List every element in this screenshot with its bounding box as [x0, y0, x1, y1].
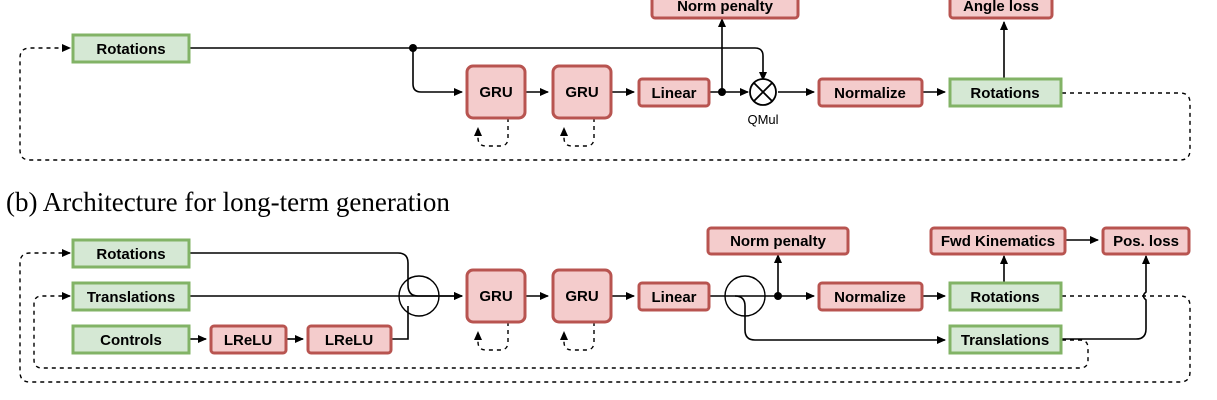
feedback-loop-translations — [33, 292, 1089, 369]
svg-text:Angle loss: Angle loss — [963, 0, 1039, 15]
svg-text:Rotations: Rotations — [970, 85, 1039, 102]
svg-text:Linear: Linear — [651, 85, 696, 102]
diagram-b: Rotations Translations Controls LReLU LR… — [19, 226, 1191, 383]
diagram-a: Rotations Norm penalty Angle loss GRU GR… — [19, 0, 1191, 161]
gru-1-b: GRU — [465, 268, 527, 324]
lrelu-2: LReLU — [306, 324, 393, 355]
svg-text:Normalize: Normalize — [834, 85, 906, 102]
svg-text:Pos. loss: Pos. loss — [1113, 233, 1179, 250]
gru-2-b: GRU — [551, 268, 613, 324]
qmul-operator: QMul — [747, 78, 779, 127]
svg-text:GRU: GRU — [565, 288, 598, 305]
heading-b: (b) Architecture for long-term generatio… — [6, 187, 450, 217]
svg-text:Rotations: Rotations — [96, 41, 165, 58]
feedback-loop-a — [19, 44, 1191, 161]
rotations-input-a: Rotations — [71, 33, 191, 64]
svg-text:GRU: GRU — [479, 84, 512, 101]
svg-text:LReLU: LReLU — [325, 332, 373, 349]
svg-text:Controls: Controls — [100, 332, 162, 349]
angle-loss: Angle loss — [948, 0, 1054, 20]
svg-text:Rotations: Rotations — [970, 289, 1039, 306]
normalize-a: Normalize — [817, 77, 924, 108]
svg-text:Translations: Translations — [961, 332, 1049, 349]
linear-b: Linear — [637, 281, 711, 312]
svg-text:Rotations: Rotations — [96, 246, 165, 263]
gru-1-a: GRU — [465, 64, 527, 120]
svg-text:Fwd Kinematics: Fwd Kinematics — [941, 233, 1055, 250]
translations-output-b: Translations — [948, 324, 1063, 355]
normalize-b: Normalize — [817, 281, 924, 312]
rotations-output-b: Rotations — [948, 281, 1063, 312]
svg-text:Normalize: Normalize — [834, 289, 906, 306]
svg-text:LReLU: LReLU — [224, 332, 272, 349]
gru-2-a: GRU — [551, 64, 613, 120]
rotations-output-a: Rotations — [948, 77, 1063, 108]
svg-text:GRU: GRU — [565, 84, 598, 101]
svg-text:QMul: QMul — [747, 112, 778, 127]
svg-text:Norm penalty: Norm penalty — [677, 0, 774, 15]
norm-penalty-b: Norm penalty — [706, 226, 850, 256]
svg-text:Translations: Translations — [87, 289, 175, 306]
fwd-kinematics: Fwd Kinematics — [929, 226, 1067, 256]
controls-input: Controls — [71, 324, 191, 355]
svg-text:GRU: GRU — [479, 288, 512, 305]
pos-loss: Pos. loss — [1101, 226, 1191, 256]
rotations-input-b: Rotations — [71, 238, 191, 269]
svg-text:Linear: Linear — [651, 289, 696, 306]
concat-operator — [398, 275, 440, 317]
translations-input-b: Translations — [71, 281, 191, 312]
feedback-loop-rotations — [19, 249, 1191, 383]
linear-a: Linear — [637, 77, 711, 108]
norm-penalty-a: Norm penalty — [650, 0, 800, 20]
lrelu-1: LReLU — [209, 324, 288, 355]
svg-text:Norm penalty: Norm penalty — [730, 233, 827, 250]
